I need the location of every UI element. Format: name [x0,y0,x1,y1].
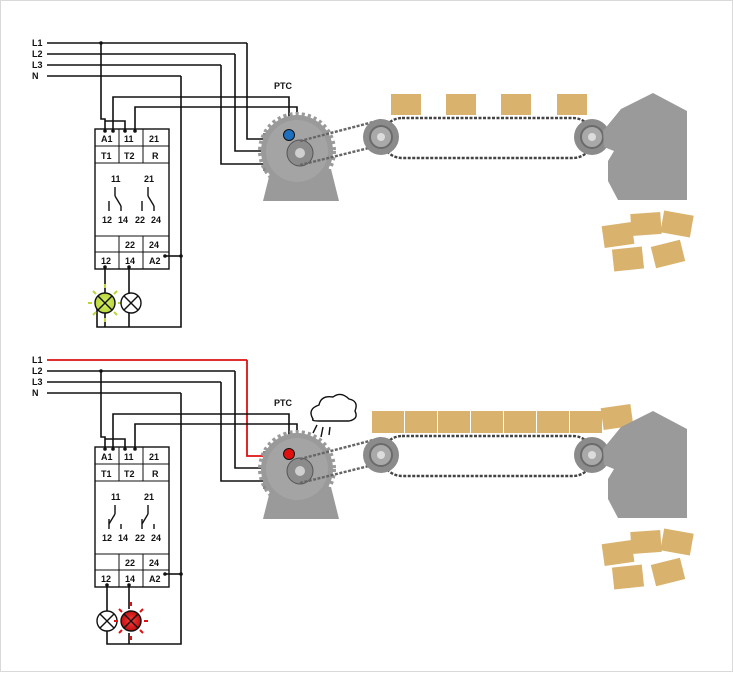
relay-24: 24 [149,240,159,250]
relay-14: 14 [125,256,135,266]
contact-14: 14 [118,215,128,225]
relay-22-b: 22 [125,558,135,568]
relay-r: R [152,151,159,161]
conveyor-bottom [363,434,610,478]
relay-t1-b: T1 [101,469,112,479]
hopper-top [603,93,687,200]
line-label-l1: L1 [32,38,43,48]
contact-14-b: 14 [118,533,128,543]
boxes-on-belt-top [391,94,587,115]
boxes-jammed-bottom [372,404,634,433]
motor-bottom [258,430,339,519]
relay-module-bottom: A1 11 21 T1 T2 R 11 21 12 14 22 24 22 [94,446,170,588]
contact-11: 11 [111,174,121,184]
line-label-l2: L2 [32,49,43,59]
line-label-l3-b: L3 [32,377,43,387]
relay-12-b: 12 [101,574,111,584]
red-lamp-lit-icon [114,602,148,640]
contact-21: 21 [144,174,154,184]
line-label-n: N [32,71,39,81]
contact-24: 24 [151,215,161,225]
supply-lines [47,41,298,328]
contact-24-b: 24 [151,533,161,543]
white-lamp-off-icon [120,292,142,314]
relay-t2: T2 [124,151,135,161]
relay-r-b: R [152,469,159,479]
relay-24-b: 24 [149,558,159,568]
green-lamp-lit-icon [88,284,122,322]
motor-top [258,112,339,201]
relay-a1: A1 [101,134,113,144]
panel-overheat: L1 L2 L3 N [32,355,694,645]
relay-module-top: A1 11 21 T1 T2 R 11 21 12 14 22 24 [94,128,170,270]
ptc-label-bottom: PTC [274,398,293,408]
line-label-l2-b: L2 [32,366,43,376]
supply-lines-bottom [47,359,298,645]
contact-11-b: 11 [111,492,121,502]
line-label-n-b: N [32,388,39,398]
contact-21-b: 21 [144,492,154,502]
panel-normal: L1 L2 L3 N [32,38,694,328]
smoke-cloud-icon [310,393,357,438]
box-pile-top [601,210,694,272]
line-label-l1-b: L1 [32,355,43,365]
relay-t1: T1 [101,151,112,161]
blue-sensor-dot-icon [283,129,295,141]
ptc-label-top: PTC [274,81,293,91]
relay-12: 12 [101,256,111,266]
contact-22: 22 [135,215,145,225]
hopper-bottom [603,411,687,518]
red-sensor-dot-icon [283,448,295,460]
relay-t2-b: T2 [124,469,135,479]
contact-12: 12 [102,215,112,225]
relay-21-b: 21 [149,452,159,462]
relay-14-b: 14 [125,574,135,584]
relay-a2-b: A2 [149,574,161,584]
relay-22: 22 [125,240,135,250]
line-label-l3: L3 [32,60,43,70]
contact-12-b: 12 [102,533,112,543]
relay-21: 21 [149,134,159,144]
box-pile-bottom [601,528,694,590]
relay-11-b: 11 [124,452,134,462]
relay-11: 11 [124,134,134,144]
contact-22-b: 22 [135,533,145,543]
relay-a1-b: A1 [101,452,113,462]
conveyor-top [363,116,610,160]
relay-a2: A2 [149,256,161,266]
